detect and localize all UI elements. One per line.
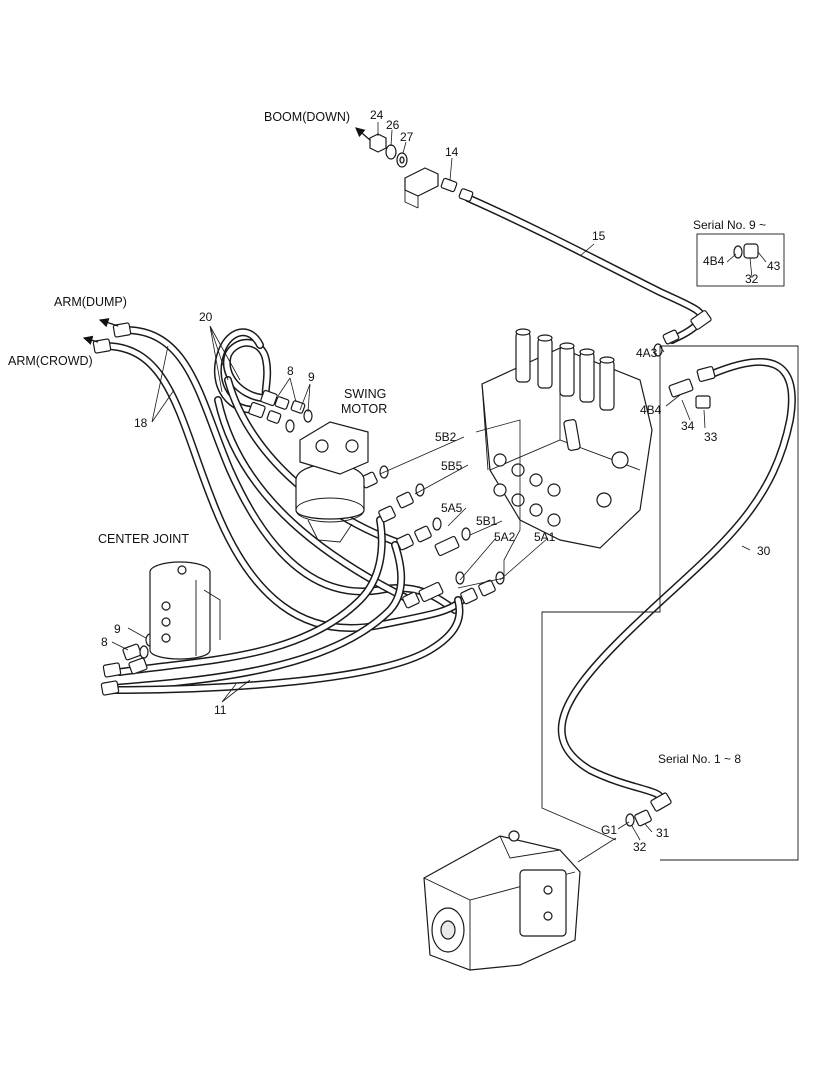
leader-lines: [111, 122, 767, 863]
label-center-joint: CENTER JOINT: [98, 532, 189, 546]
part-number-30: 30: [757, 544, 771, 558]
part-number-32-bottom: 32: [633, 840, 647, 854]
callout-boxes: [541, 233, 799, 861]
part-number-5b2: 5B2: [435, 430, 457, 444]
part-number-20: 20: [199, 310, 213, 324]
part-number-8-left: 8: [101, 635, 108, 649]
part-number-26: 26: [386, 118, 400, 132]
arm-dump-arrow: [98, 318, 119, 328]
part-number-33: 33: [704, 430, 718, 444]
label-swing-motor-line1: SWING: [344, 387, 386, 401]
hydraulic-pump: [423, 830, 581, 971]
part-number-5b5: 5B5: [441, 459, 463, 473]
serial-9-fittings: [733, 243, 759, 259]
part-number-14: 14: [445, 145, 459, 159]
part-number-43: 43: [767, 259, 781, 273]
valve-port-fittings: [344, 465, 505, 609]
label-arm-crowd: ARM(CROWD): [8, 354, 93, 368]
label-swing-motor-line2: MOTOR: [341, 402, 387, 416]
center-joint: [149, 561, 221, 660]
part-number-4a3: 4A3: [636, 346, 658, 360]
fittings-4b4: [668, 365, 716, 409]
part-number-18: 18: [134, 416, 148, 430]
boom-down-arrow: [355, 127, 371, 141]
hoses-18-arm: [101, 326, 466, 633]
part-number-31: 31: [656, 826, 670, 840]
part-number-9-left: 9: [114, 622, 121, 636]
part-number-11: 11: [214, 703, 227, 717]
part-number-8-top: 8: [287, 364, 294, 378]
part-number-5a5: 5A5: [441, 501, 463, 515]
hose-15: [464, 194, 706, 344]
hoses-11-center-joint: [108, 516, 464, 694]
part-number-5a1: 5A1: [534, 530, 556, 544]
part-number-24: 24: [370, 108, 384, 122]
part-number-34: 34: [681, 419, 695, 433]
label-arm-dump: ARM(DUMP): [54, 295, 127, 309]
part-number-15: 15: [592, 229, 606, 243]
part-number-g1: G1: [601, 823, 617, 837]
main-control-valve: [481, 328, 653, 549]
part-number-32-box: 32: [745, 272, 759, 286]
arm-crowd-arrow: [82, 335, 99, 345]
hose-30: [557, 357, 796, 804]
boom-down-fittings: [369, 133, 474, 209]
label-boom-down: BOOM(DOWN): [264, 110, 350, 124]
label-serial-9: Serial No. 9 ~: [693, 218, 766, 232]
part-number-5b1: 5B1: [476, 514, 498, 528]
part-number-27: 27: [400, 130, 414, 144]
swing-motor: [295, 421, 369, 543]
g1-fittings: [625, 792, 672, 827]
swing-motor-fittings: [248, 389, 313, 433]
label-serial-1-8: Serial No. 1 ~ 8: [658, 752, 741, 766]
part-number-5a2: 5A2: [494, 530, 516, 544]
part-number-9-top: 9: [308, 370, 315, 384]
part-number-4b4-box: 4B4: [703, 254, 725, 268]
hoses-20-swing: [213, 328, 414, 604]
part-number-4b4: 4B4: [640, 403, 662, 417]
